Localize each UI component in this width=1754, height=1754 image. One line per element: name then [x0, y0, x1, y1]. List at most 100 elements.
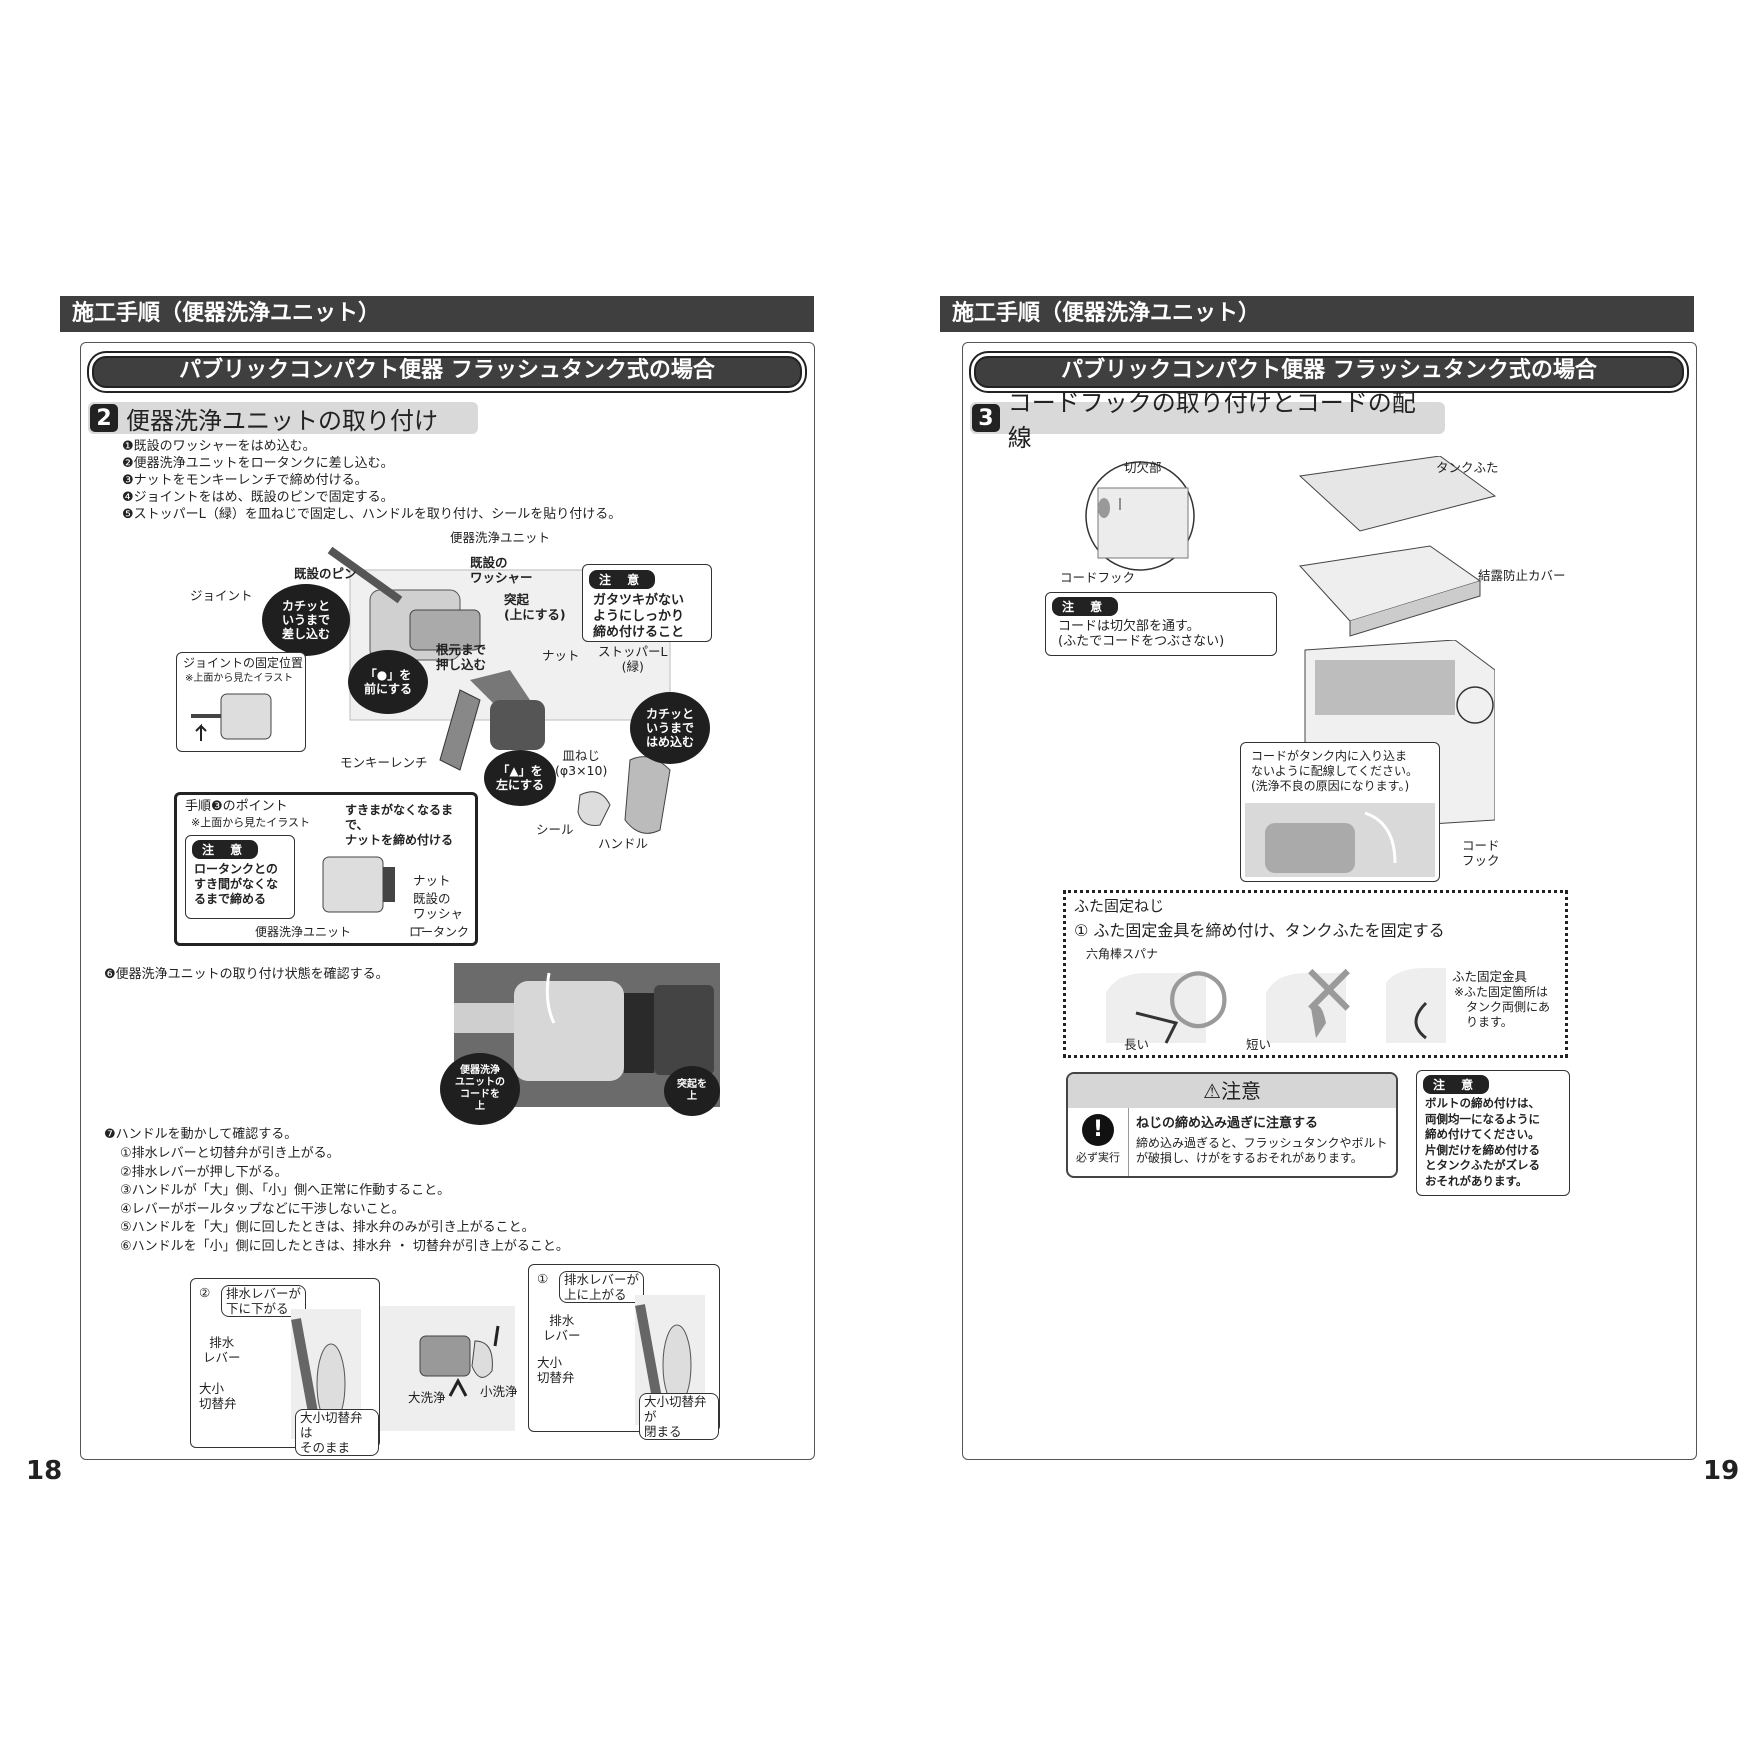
lid-screw-sketch — [1106, 968, 1446, 1044]
diagram-lever-up: ① 排水レバーが 上に上がる 排水 レバー 大小 切替弁 大小切替弁が 閉まる — [528, 1264, 720, 1440]
caution-text: ガタツキがない ようにしっかり 締め付けること — [593, 593, 685, 640]
label-protrusion: 突起 (上にする) — [504, 592, 566, 622]
joint-position-sketch — [191, 693, 272, 741]
label-tank-lid: タンクふた — [1436, 460, 1499, 475]
cord-caution-tag: 注 意 — [1052, 597, 1119, 616]
point-note: ※上面から見たイラスト — [191, 816, 310, 829]
label-lever-up: 排水レバーが 上に上がる — [559, 1271, 645, 1303]
step7-text: ❼ハンドルを動かして確認する。 — [104, 1127, 298, 1142]
label-bracket: ふた固定金具 — [1452, 969, 1528, 984]
routing-inset: コードがタンク内に入り込ま ないように配線してください。 (洗浄不良の原因になり… — [1240, 742, 1440, 882]
left-instruction-list: ❶既設のワッシャーをはめ込む。 ❷便器洗浄ユニットをロータンクに差し込む。 ❸ナ… — [122, 438, 621, 523]
check-4: ④レバーがボールタップなどに干渉しないこと。 — [120, 1201, 405, 1217]
bubble-click-insert: カチッと いうまで 差し込む — [262, 584, 350, 656]
label-n2: ② — [199, 1285, 211, 1300]
label-push-to-base: 根元まで 押し込む — [436, 642, 487, 672]
left-banner: パブリックコンパクト便器 フラッシュタンク式の場合 — [92, 356, 802, 388]
label-valve-same: 大小切替弁は そのまま — [295, 1409, 379, 1456]
instruction-5: ❺ストッパーL（緑）を皿ねじで固定し、ハンドルを取り付け、シールを貼り付ける。 — [122, 507, 622, 522]
ok-mark: ○ — [1166, 951, 1231, 1037]
label-valve-right: 大小 切替弁 — [537, 1355, 575, 1385]
step-title-text: コードフックの取り付けとコードの配線 — [1007, 389, 1416, 452]
instruction-4: ❹ジョイントをはめ、既設のピンで固定する。 — [122, 490, 394, 505]
step6-text: ❻便器洗浄ユニットの取り付け状態を確認する。 — [104, 967, 389, 982]
label-joint: ジョイント — [190, 588, 253, 603]
page-number-left: 18 — [26, 1456, 63, 1486]
point-emphasis: すきまがなくなるまで、 ナットを締め付ける — [345, 803, 454, 847]
caution-box-tighten: 注 意 ガタツキがない ようにしっかり 締め付けること — [582, 564, 712, 642]
label-wrench: モンキーレンチ — [340, 755, 428, 770]
point-unit: 便器洗浄ユニット — [255, 925, 352, 939]
left-step-title: 2 便器洗浄ユニットの取り付け — [88, 402, 478, 435]
point-title: 手順❸のポイント — [185, 799, 288, 814]
ng-mark: × — [1298, 945, 1361, 1031]
tank-lid-illustration — [1298, 456, 1497, 637]
label-long: 長い — [1124, 1037, 1150, 1052]
point-tank: ロータンク — [409, 925, 470, 939]
label-hex-wrench: 六角棒スパナ — [1086, 947, 1159, 961]
label-existing-pin: 既設のピン — [294, 566, 357, 581]
lid-screw-title: ふた固定ねじ — [1074, 897, 1165, 915]
bolt-caution-tag: 注 意 — [1423, 1075, 1490, 1094]
caution-box-cord: 注 意 コードは切欠部を通す。 (ふたでコードをつぶさない) — [1045, 592, 1277, 656]
left-section-title: 施工手順（便器洗浄ユニット） — [60, 296, 814, 332]
bubble-dot-front: 「●」を 前にする — [348, 650, 428, 714]
point-nut: ナット — [413, 873, 451, 888]
check-list: ①排水レバーと切替弁が引き上がる。 ②排水レバーが押し下がる。 ③ハンドルが「大… — [120, 1145, 569, 1256]
label-small-flush: 小洗浄 — [480, 1384, 518, 1399]
step-number-badge: 2 — [90, 404, 118, 432]
label-bracket-note: ※ふた固定箇所は タンク両側にあ ります。 — [1454, 985, 1551, 1029]
label-seal: シール — [536, 822, 574, 837]
warning-title: ⚠注意 — [1068, 1074, 1396, 1108]
caution-box-bolt: 注 意 ボルトの締め付けは、 両側均一になるように 締め付けてください。 片側だ… — [1416, 1070, 1570, 1196]
instruction-2: ❷便器洗浄ユニットをロータンクに差し込む。 — [122, 456, 394, 471]
lid-screw-box: ふた固定ねじ ① ふた固定金具を締め付け、タンクふたを固定する 六角棒スパナ ○… — [1063, 890, 1568, 1058]
right-banner: パブリックコンパクト便器 フラッシュタンク式の場合 — [974, 356, 1684, 388]
exclamation-icon: ! — [1082, 1114, 1114, 1146]
check-2: ②排水レバーが押し下がる。 — [120, 1164, 288, 1180]
label-lever: 排水 レバー — [203, 1335, 241, 1365]
point-sketch — [322, 856, 395, 913]
bubble-protrusion-up: 突起を 上 — [664, 1066, 720, 1116]
lid-screw-step: ① ふた固定金具を締め付け、タンクふたを固定する — [1074, 921, 1445, 940]
handle-illustration — [380, 1306, 515, 1431]
label-short: 短い — [1246, 1037, 1272, 1052]
label-hook-right: コード フック — [1462, 838, 1500, 868]
bubble-click-fit: カチッと いうまで はめ込む — [630, 692, 710, 764]
warning-icon-label: 必ず実行 — [1076, 1151, 1120, 1164]
bubble-cord-up: 便器洗浄 ユニットの コードを 上 — [440, 1053, 520, 1125]
instruction-3: ❸ナットをモンキーレンチで締め付ける。 — [122, 473, 368, 488]
label-big-flush: 大洗浄 — [408, 1390, 446, 1405]
right-step-title: 3 コードフックの取り付けとコードの配線 — [970, 389, 1445, 452]
warning-headline: ねじの締め込み過ぎに注意する — [1136, 1116, 1319, 1131]
routing-sketch — [1245, 803, 1435, 877]
warning-text: 締め込み過ぎると、フラッシュタンクやボルト が破損し、けがをするおそれがあります… — [1136, 1136, 1388, 1165]
bubble-triangle-left: 「▲」を 左にする — [484, 750, 556, 806]
label-cord-hook: コードフック — [1060, 570, 1136, 585]
instruction-1: ❶既設のワッシャーをはめ込む。 — [122, 439, 316, 454]
check-5: ⑤ハンドルを「大」側に回したときは、排水弁のみが引き上がること。 — [120, 1220, 535, 1235]
check-3: ③ハンドルが「大」側、「小」側へ正常に作動すること。 — [120, 1183, 451, 1198]
label-n1: ① — [537, 1271, 549, 1286]
check-6: ⑥ハンドルを「小」側に回したときは、排水弁 ・ 切替弁が引き上がること。 — [120, 1238, 569, 1254]
check-1: ①排水レバーと切替弁が引き上がる。 — [120, 1146, 340, 1161]
label-screw: 皿ねじ (φ3×10) — [555, 748, 608, 778]
point-caution-text: ロータンクとの すき間がなくな るまで締める — [194, 862, 279, 906]
label-notch: 切欠部 — [1124, 460, 1162, 475]
warning-box: ⚠注意 ! 必ず実行 ねじの締め込み過ぎに注意する 締め込み過ぎると、フラッシュ… — [1066, 1072, 1398, 1178]
label-lever-right: 排水 レバー — [543, 1313, 581, 1343]
step3-point-box: 手順❸のポイント ※上面から見たイラスト すきまがなくなるまで、 ナットを締め付… — [174, 792, 478, 946]
joint-position-note: ※上面から見たイラスト — [185, 673, 294, 684]
label-valve: 大小 切替弁 — [199, 1381, 237, 1411]
caution-tag: 注 意 — [589, 570, 656, 589]
diagram-lever-down: ② 排水レバーが 下に下がる 排水 レバー 大小 切替弁 大小切替弁は そのまま — [190, 1278, 380, 1456]
page-number-right: 19 — [1703, 1456, 1740, 1486]
point-caution-box: 注 意 ロータンクとの すき間がなくな るまで締める — [185, 835, 295, 919]
label-existing-washer: 既設の ワッシャー — [470, 555, 533, 585]
label-stopper: ストッパーL (緑) — [598, 644, 668, 674]
step-title-text: 便器洗浄ユニットの取り付け — [126, 406, 438, 435]
label-valve-closed: 大小切替弁が 閉まる — [639, 1393, 719, 1440]
joint-position-title: ジョイントの固定位置 — [183, 656, 304, 670]
cord-caution-text: コードは切欠部を通す。 (ふたでコードをつぶさない) — [1058, 619, 1225, 649]
notch-detail-circle — [1085, 461, 1195, 571]
